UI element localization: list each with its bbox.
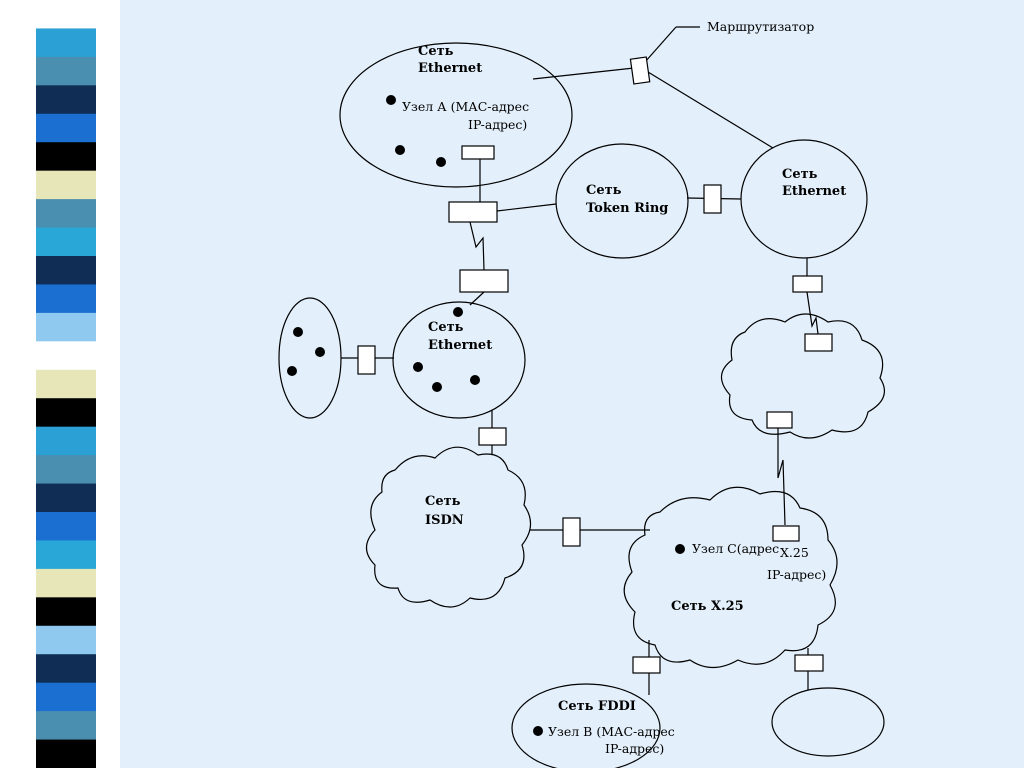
fddi-ellipse xyxy=(511,683,661,768)
stripe-segment xyxy=(36,56,96,86)
link-eth-top-router xyxy=(532,67,635,80)
eth-mid-line1: Сеть xyxy=(428,320,464,335)
isdn-line1: Сеть xyxy=(425,494,461,509)
stripe-segment xyxy=(36,483,96,513)
host-dots xyxy=(287,95,685,736)
router-token-ring xyxy=(448,201,498,223)
stripe-segment xyxy=(36,597,96,627)
stripe-segment xyxy=(36,455,96,485)
router-top xyxy=(629,56,651,85)
stripe-segment xyxy=(36,369,96,399)
connector-x25-fddi xyxy=(632,656,661,674)
token-ring-line1: Сеть xyxy=(586,183,622,198)
fddi-label: Сеть FDDI xyxy=(558,699,636,714)
stripe-segment xyxy=(36,170,96,200)
connector-x25-bottom xyxy=(794,654,824,672)
host-dot xyxy=(453,307,463,317)
cloud-x25 xyxy=(623,486,838,669)
node-b-line2: IP-адрес) xyxy=(605,741,664,756)
stripe-segment xyxy=(36,113,96,143)
stripe-segment xyxy=(36,625,96,655)
router-label: Маршрутизатор xyxy=(707,19,814,34)
decorative-stripe-bar xyxy=(0,0,120,768)
stripe-segment xyxy=(36,284,96,314)
connector-left xyxy=(357,345,376,375)
stripe-segment xyxy=(36,199,96,229)
eth-right-line1: Сеть xyxy=(782,167,818,182)
stripe-segment xyxy=(36,739,96,768)
node-c-x25: X.25 xyxy=(780,545,809,560)
link-zigzag-2 xyxy=(806,291,819,335)
eth-mid-line2: Ethernet xyxy=(428,338,492,353)
stripe-segment xyxy=(36,540,96,570)
stripe-segment xyxy=(36,341,96,371)
eth-mid-ellipse xyxy=(392,301,526,419)
stripe-segment xyxy=(36,227,96,257)
eth-right-ellipse xyxy=(740,139,868,259)
node-c-line2: IP-адрес) xyxy=(767,567,826,582)
eth-top-ellipse xyxy=(339,42,573,188)
connector-eth-right-down xyxy=(792,275,823,293)
connector-eth-mid-down xyxy=(478,427,507,446)
stripe-segment xyxy=(36,256,96,285)
link-router-token-ring xyxy=(496,203,557,212)
stripe-segment xyxy=(36,512,96,541)
node-b-line1: Узел В (МАС-адрес xyxy=(548,724,675,739)
node-a-line1: Узел А (МАС-адрес xyxy=(402,99,529,114)
eth-top-line1: Сеть xyxy=(418,44,454,59)
host-dot xyxy=(533,726,543,736)
stripe-segment xyxy=(36,28,96,58)
connector-x25-top xyxy=(772,525,800,542)
host-dot xyxy=(293,327,303,337)
host-dot xyxy=(675,544,685,554)
host-dot xyxy=(432,382,442,392)
connection-lines xyxy=(341,26,819,695)
bottom-right-ellipse xyxy=(771,687,885,757)
network-shapes xyxy=(278,42,886,768)
stripe-segment xyxy=(36,426,96,456)
node-a-line2: IP-адрес) xyxy=(468,117,527,132)
host-dot xyxy=(315,347,325,357)
token-ring-ellipse xyxy=(555,143,689,259)
eth-right-line2: Ethernet xyxy=(782,184,846,199)
connector-cloud-right-bottom xyxy=(766,411,793,429)
stripe-segment xyxy=(36,398,96,428)
link-zigzag-1 xyxy=(469,221,485,271)
token-ring-line2: Token Ring xyxy=(586,201,668,216)
host-dot xyxy=(287,366,297,376)
host-dot xyxy=(395,145,405,155)
left-ellipse xyxy=(278,297,342,419)
connector-cloud-right-top xyxy=(804,333,833,352)
connectors xyxy=(357,56,833,674)
stripe-segment xyxy=(36,0,96,29)
host-dot xyxy=(470,375,480,385)
host-dot xyxy=(413,362,423,372)
host-dot xyxy=(386,95,396,105)
host-dot xyxy=(436,157,446,167)
router-mid xyxy=(459,269,509,293)
stripe-segment xyxy=(36,654,96,684)
cloud-isdn xyxy=(365,446,532,608)
connector-eth-top xyxy=(461,145,495,160)
isdn-line2: ISDN xyxy=(425,513,464,528)
stripe-segment xyxy=(36,682,96,712)
stripe-segment xyxy=(36,568,96,598)
stripe-segment xyxy=(36,85,96,115)
stripe-segment xyxy=(36,312,96,342)
connector-isdn-x25 xyxy=(562,517,581,547)
link-router-eth-right xyxy=(647,71,774,149)
node-c-line1: Узел С(адрес xyxy=(692,541,779,556)
eth-top-line2: Ethernet xyxy=(418,61,482,76)
x25-label: Сеть X.25 xyxy=(671,599,744,614)
stripe-segment xyxy=(36,711,96,741)
link-router-label xyxy=(644,26,677,63)
connector-token-eth-right xyxy=(703,184,722,214)
cloud-right xyxy=(720,313,886,439)
stripe-segment xyxy=(36,142,96,172)
